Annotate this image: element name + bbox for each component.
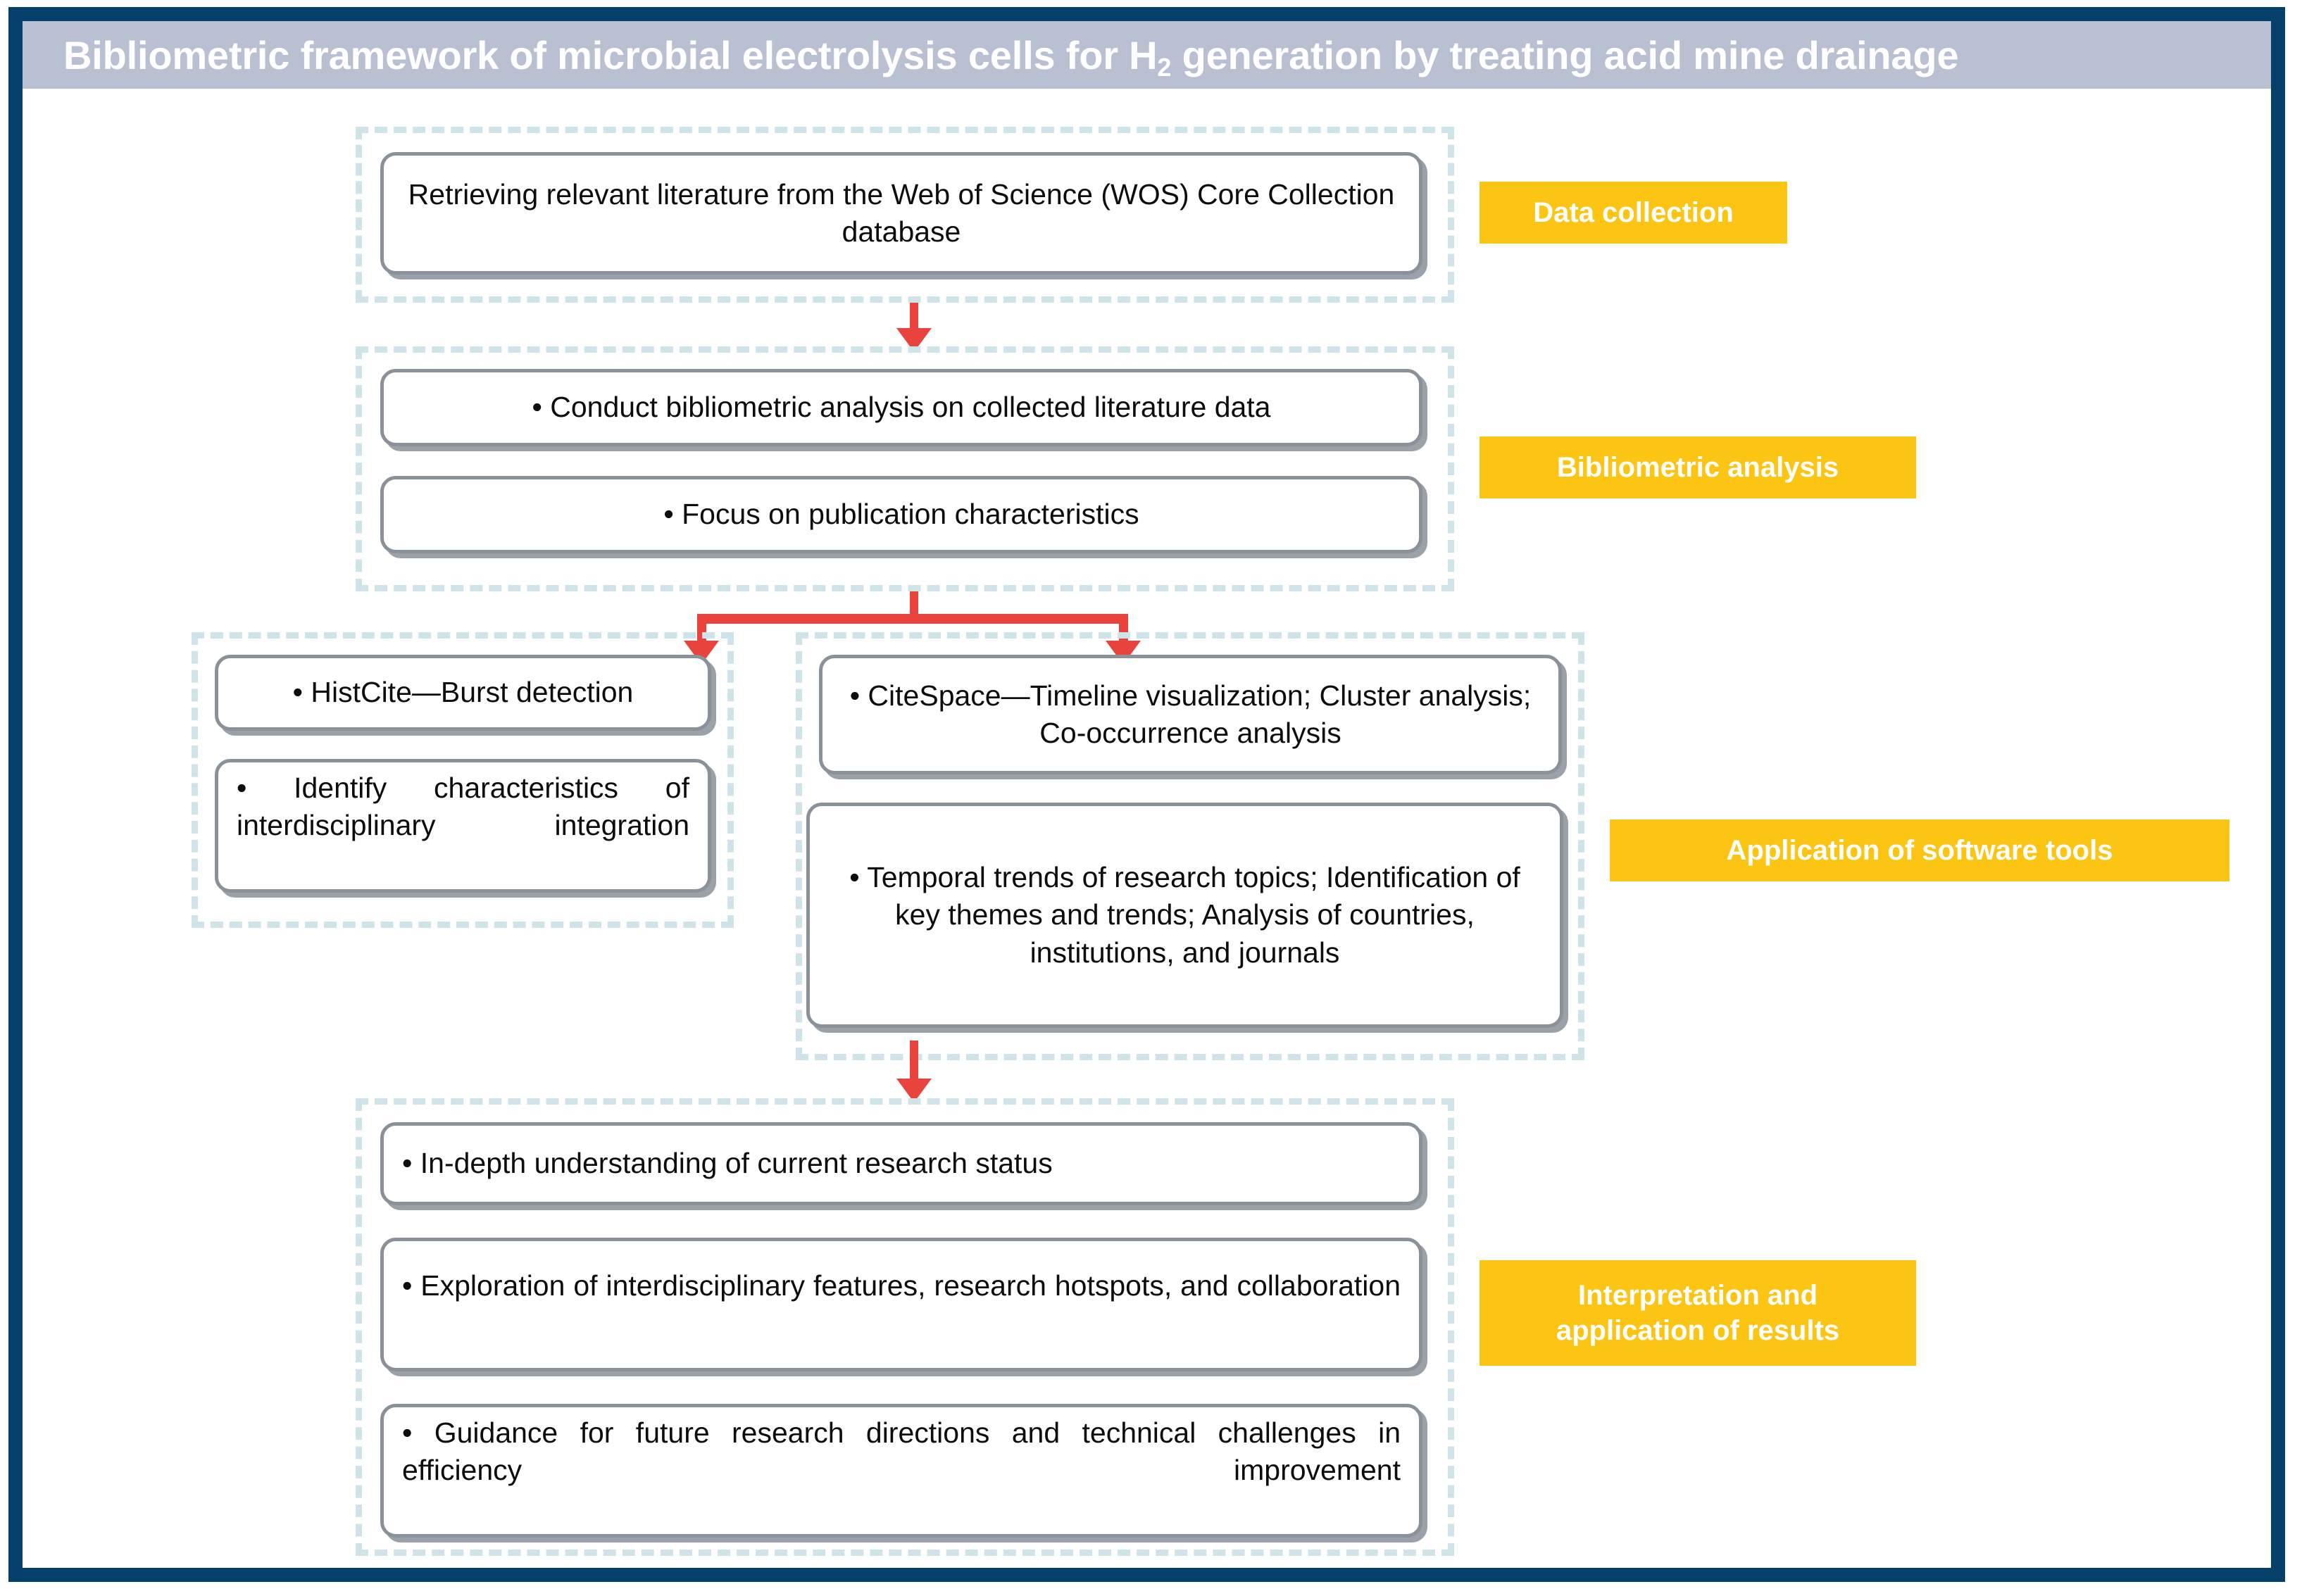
stage-data-collection: [356, 127, 1454, 303]
badge-interpretation-results-line1: Interpretation and: [1577, 1279, 1818, 1311]
box-identify-interdisciplinary-integration-text: • Identify characteristics of interdisci…: [237, 772, 689, 842]
box-histcite-burst-detection: • HistCite—Burst detection: [215, 655, 711, 731]
box-conduct-bibliometric-analysis: • Conduct bibliometric analysis on colle…: [380, 369, 1422, 446]
stage-interpretation-results: [356, 1098, 1454, 1556]
badge-data-collection: Data collection: [1480, 182, 1787, 244]
box-indepth-understanding-status-text: • In-depth understanding of current rese…: [402, 1147, 1053, 1180]
box-retrieve-literature: Retrieving relevant literature from the …: [380, 152, 1422, 275]
box-identify-interdisciplinary-integration: • Identify characteristics of interdisci…: [215, 759, 711, 893]
box-guidance-future-research-text: • Guidance for future research direction…: [402, 1416, 1401, 1487]
box-citespace-timeline-visualization-text: • CiteSpace—Timeline visualization; Clus…: [849, 679, 1532, 749]
page-title: Bibliometric framework of microbial elec…: [63, 32, 1959, 82]
box-focus-publication-characteristics: • Focus on publication characteristics: [380, 476, 1422, 553]
box-focus-publication-characteristics-text: • Focus on publication characteristics: [663, 498, 1139, 531]
badge-interpretation-results-line2: application of results: [1556, 1315, 1840, 1346]
badge-interpretation-results: Interpretation and application of result…: [1480, 1260, 1916, 1366]
box-guidance-future-research: • Guidance for future research direction…: [380, 1404, 1422, 1538]
badge-application-software-tools-label: Application of software tools: [1726, 834, 2113, 866]
box-temporal-trends-research-topics-text: • Temporal trends of research topics; Id…: [849, 861, 1520, 969]
page-title-post: generation by treating acid mine drainag…: [1171, 32, 1959, 77]
box-retrieve-literature-text: Retrieving relevant literature from the …: [408, 177, 1395, 248]
badge-data-collection-label: Data collection: [1533, 196, 1734, 228]
box-exploration-interdisciplinary-features: • Exploration of interdisciplinary featu…: [380, 1238, 1422, 1371]
page-title-subscript: 2: [1157, 52, 1172, 82]
box-citespace-timeline-visualization: • CiteSpace—Timeline visualization; Clus…: [819, 655, 1562, 774]
page-title-pre: Bibliometric framework of microbial elec…: [63, 32, 1158, 77]
arrow-stage1-to-stage2-shaft: [910, 303, 918, 334]
arrow-branch-horizontal: [697, 614, 1128, 624]
arrow-stage3-to-stage4-shaft: [910, 1041, 918, 1083]
diagram-header-banner: Bibliometric framework of microbial elec…: [23, 21, 2271, 89]
stage-software-tools-right: [796, 632, 1584, 1060]
stage-software-tools-left: [192, 632, 734, 928]
box-histcite-burst-detection-text: • HistCite—Burst detection: [292, 676, 634, 709]
badge-bibliometric-analysis-label: Bibliometric analysis: [1556, 451, 1839, 483]
box-exploration-interdisciplinary-features-text: • Exploration of interdisciplinary featu…: [402, 1269, 1401, 1302]
box-conduct-bibliometric-analysis-text: • Conduct bibliometric analysis on colle…: [532, 391, 1271, 424]
badge-application-software-tools: Application of software tools: [1610, 819, 2229, 881]
stage-bibliometric-analysis: [356, 346, 1454, 591]
box-indepth-understanding-status: • In-depth understanding of current rese…: [380, 1122, 1422, 1205]
box-temporal-trends-research-topics: • Temporal trends of research topics; Id…: [806, 803, 1563, 1028]
badge-bibliometric-analysis: Bibliometric analysis: [1480, 436, 1916, 498]
